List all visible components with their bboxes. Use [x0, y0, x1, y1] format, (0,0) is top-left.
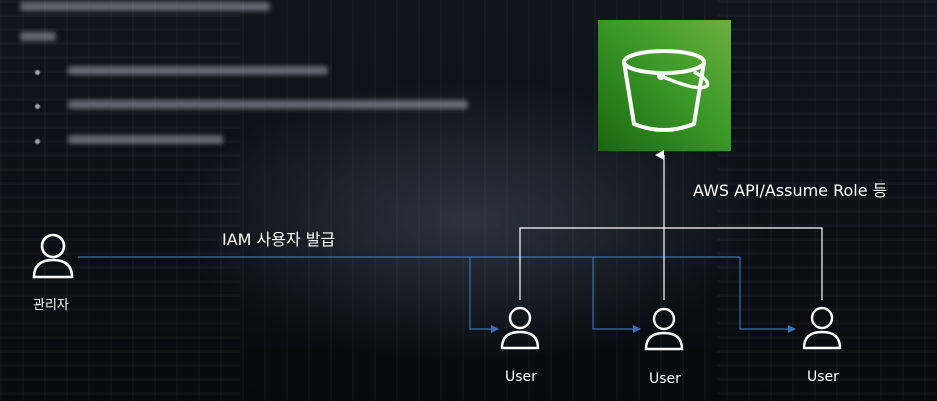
- s3-bucket-tile: [598, 20, 731, 151]
- user-label: User: [807, 369, 839, 385]
- aws-api-connector: [519, 150, 823, 300]
- user-person-icon: [500, 306, 540, 350]
- aws-api-label: AWS API/Assume Role 등: [693, 181, 888, 200]
- server-rack-right: [717, 0, 937, 401]
- user-person-icon: [644, 307, 684, 351]
- user-label: User: [649, 371, 681, 387]
- user-person-icon: [802, 306, 842, 350]
- server-rack-left: [0, 0, 240, 401]
- iam-issue-connector: [78, 256, 796, 333]
- iam-issue-label: IAM 사용자 발급: [222, 230, 336, 249]
- admin-label: 관리자: [33, 298, 69, 313]
- user-label: User: [505, 369, 537, 385]
- s3-bucket-icon: [622, 49, 710, 132]
- admin-person-icon: [32, 233, 74, 279]
